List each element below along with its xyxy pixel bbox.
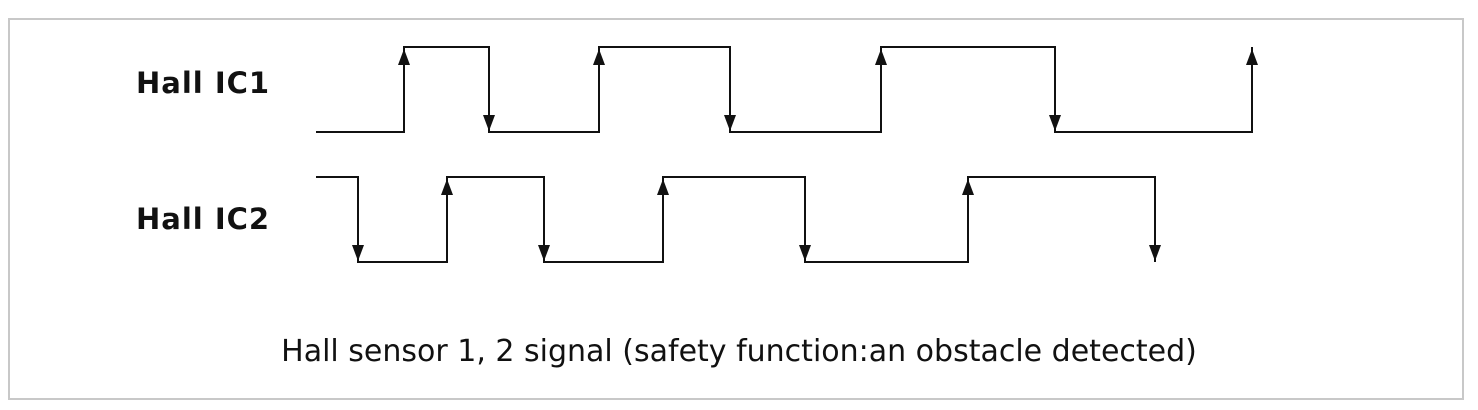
arrow-up-icon: [657, 179, 669, 195]
waveform-line: [316, 46, 1253, 133]
arrow-up-icon: [962, 179, 974, 195]
waveform-hall-ic2: [316, 176, 1161, 263]
arrow-up-icon: [593, 49, 605, 65]
waveform-hall-ic1: [316, 46, 1258, 133]
arrow-down-icon: [799, 245, 811, 261]
arrow-down-icon: [724, 115, 736, 131]
arrow-down-icon: [352, 245, 364, 261]
arrow-up-icon: [1246, 49, 1258, 65]
arrow-down-icon: [538, 245, 550, 261]
signal-label-hall-ic2: Hall IC2: [136, 202, 271, 236]
arrow-down-icon: [1049, 115, 1061, 131]
arrow-down-icon: [483, 115, 495, 131]
arrow-down-icon: [1149, 245, 1161, 261]
arrow-up-icon: [441, 179, 453, 195]
arrow-up-icon: [875, 49, 887, 65]
diagram-frame: [8, 18, 1464, 400]
diagram-caption: Hall sensor 1, 2 signal (safety function…: [281, 334, 1197, 369]
signal-label-hall-ic1: Hall IC1: [136, 66, 271, 100]
waveform-line: [316, 176, 1156, 263]
arrow-up-icon: [398, 49, 410, 65]
